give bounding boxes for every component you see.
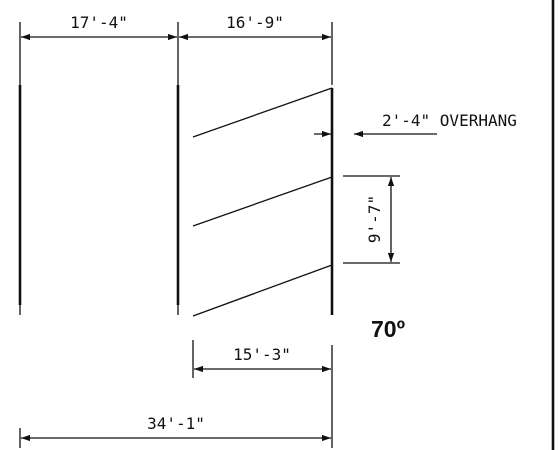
left-width-label: 17'-4" [70, 13, 128, 32]
stall-depth-label: 16'-9" [226, 13, 284, 32]
curb-length-label: 15'-3" [233, 345, 291, 364]
angle-label: 70º [371, 316, 405, 342]
stall-line-3 [192, 264, 333, 317]
stall-width-label: 9'-7" [365, 195, 384, 243]
overhang-label: 2'-4" OVERHANG [382, 111, 517, 130]
stall-line-2 [192, 176, 333, 227]
total-width-label: 34'-1" [147, 414, 205, 433]
stall-line-1 [192, 87, 333, 138]
